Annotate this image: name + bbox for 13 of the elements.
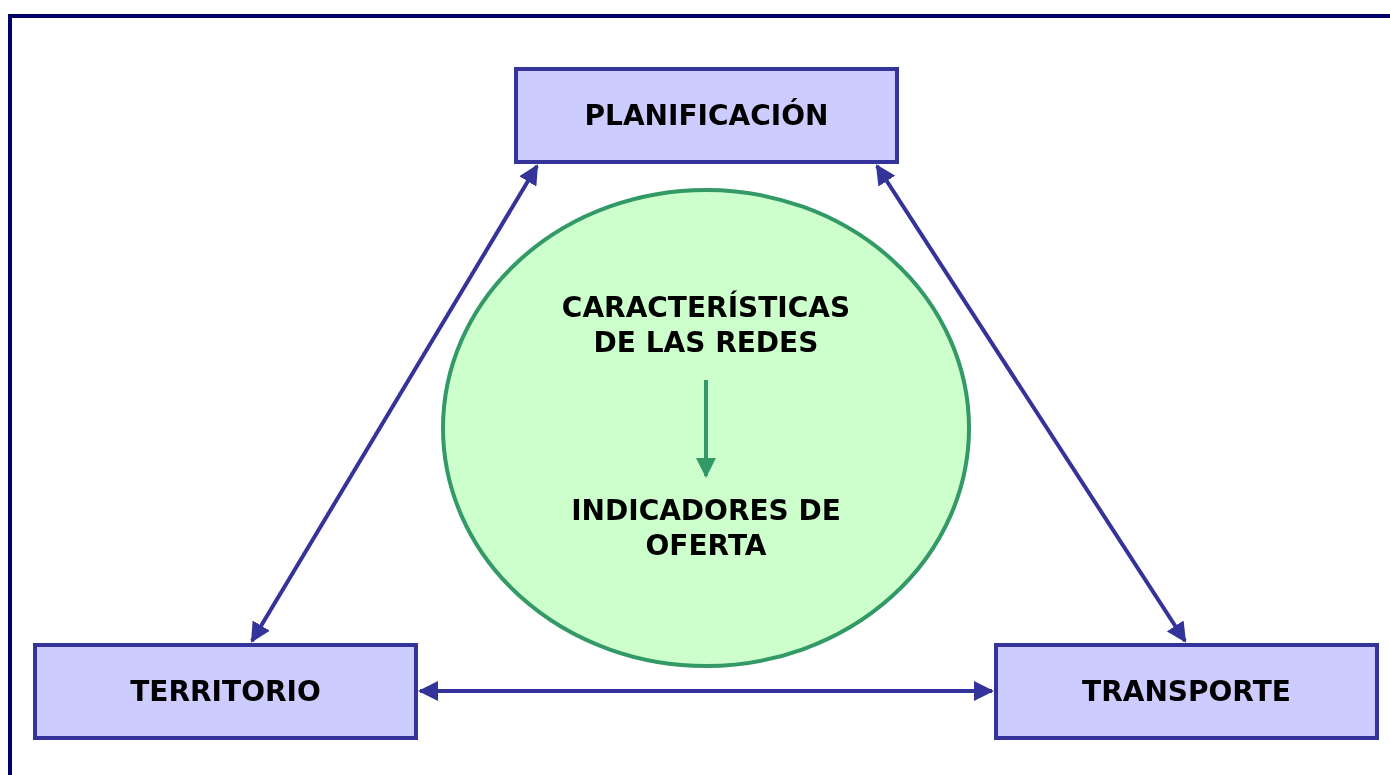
arrow (418, 681, 994, 701)
arrow (875, 164, 1187, 643)
node-label: CARACTERÍSTICAS DE LAS REDES (541, 280, 871, 370)
box-label: TRANSPORTE (1082, 674, 1291, 709)
label-box (33, 643, 418, 740)
ellipse-shape (441, 188, 971, 668)
box-label: PLANIFICACIÓN (584, 98, 829, 133)
box-label: TERRITORIO (130, 674, 321, 709)
label-box (994, 643, 1379, 740)
label-box (514, 67, 899, 164)
node-label: INDICADORES DE OFERTA (531, 488, 881, 568)
arrow (250, 164, 539, 643)
arrow (696, 380, 716, 478)
